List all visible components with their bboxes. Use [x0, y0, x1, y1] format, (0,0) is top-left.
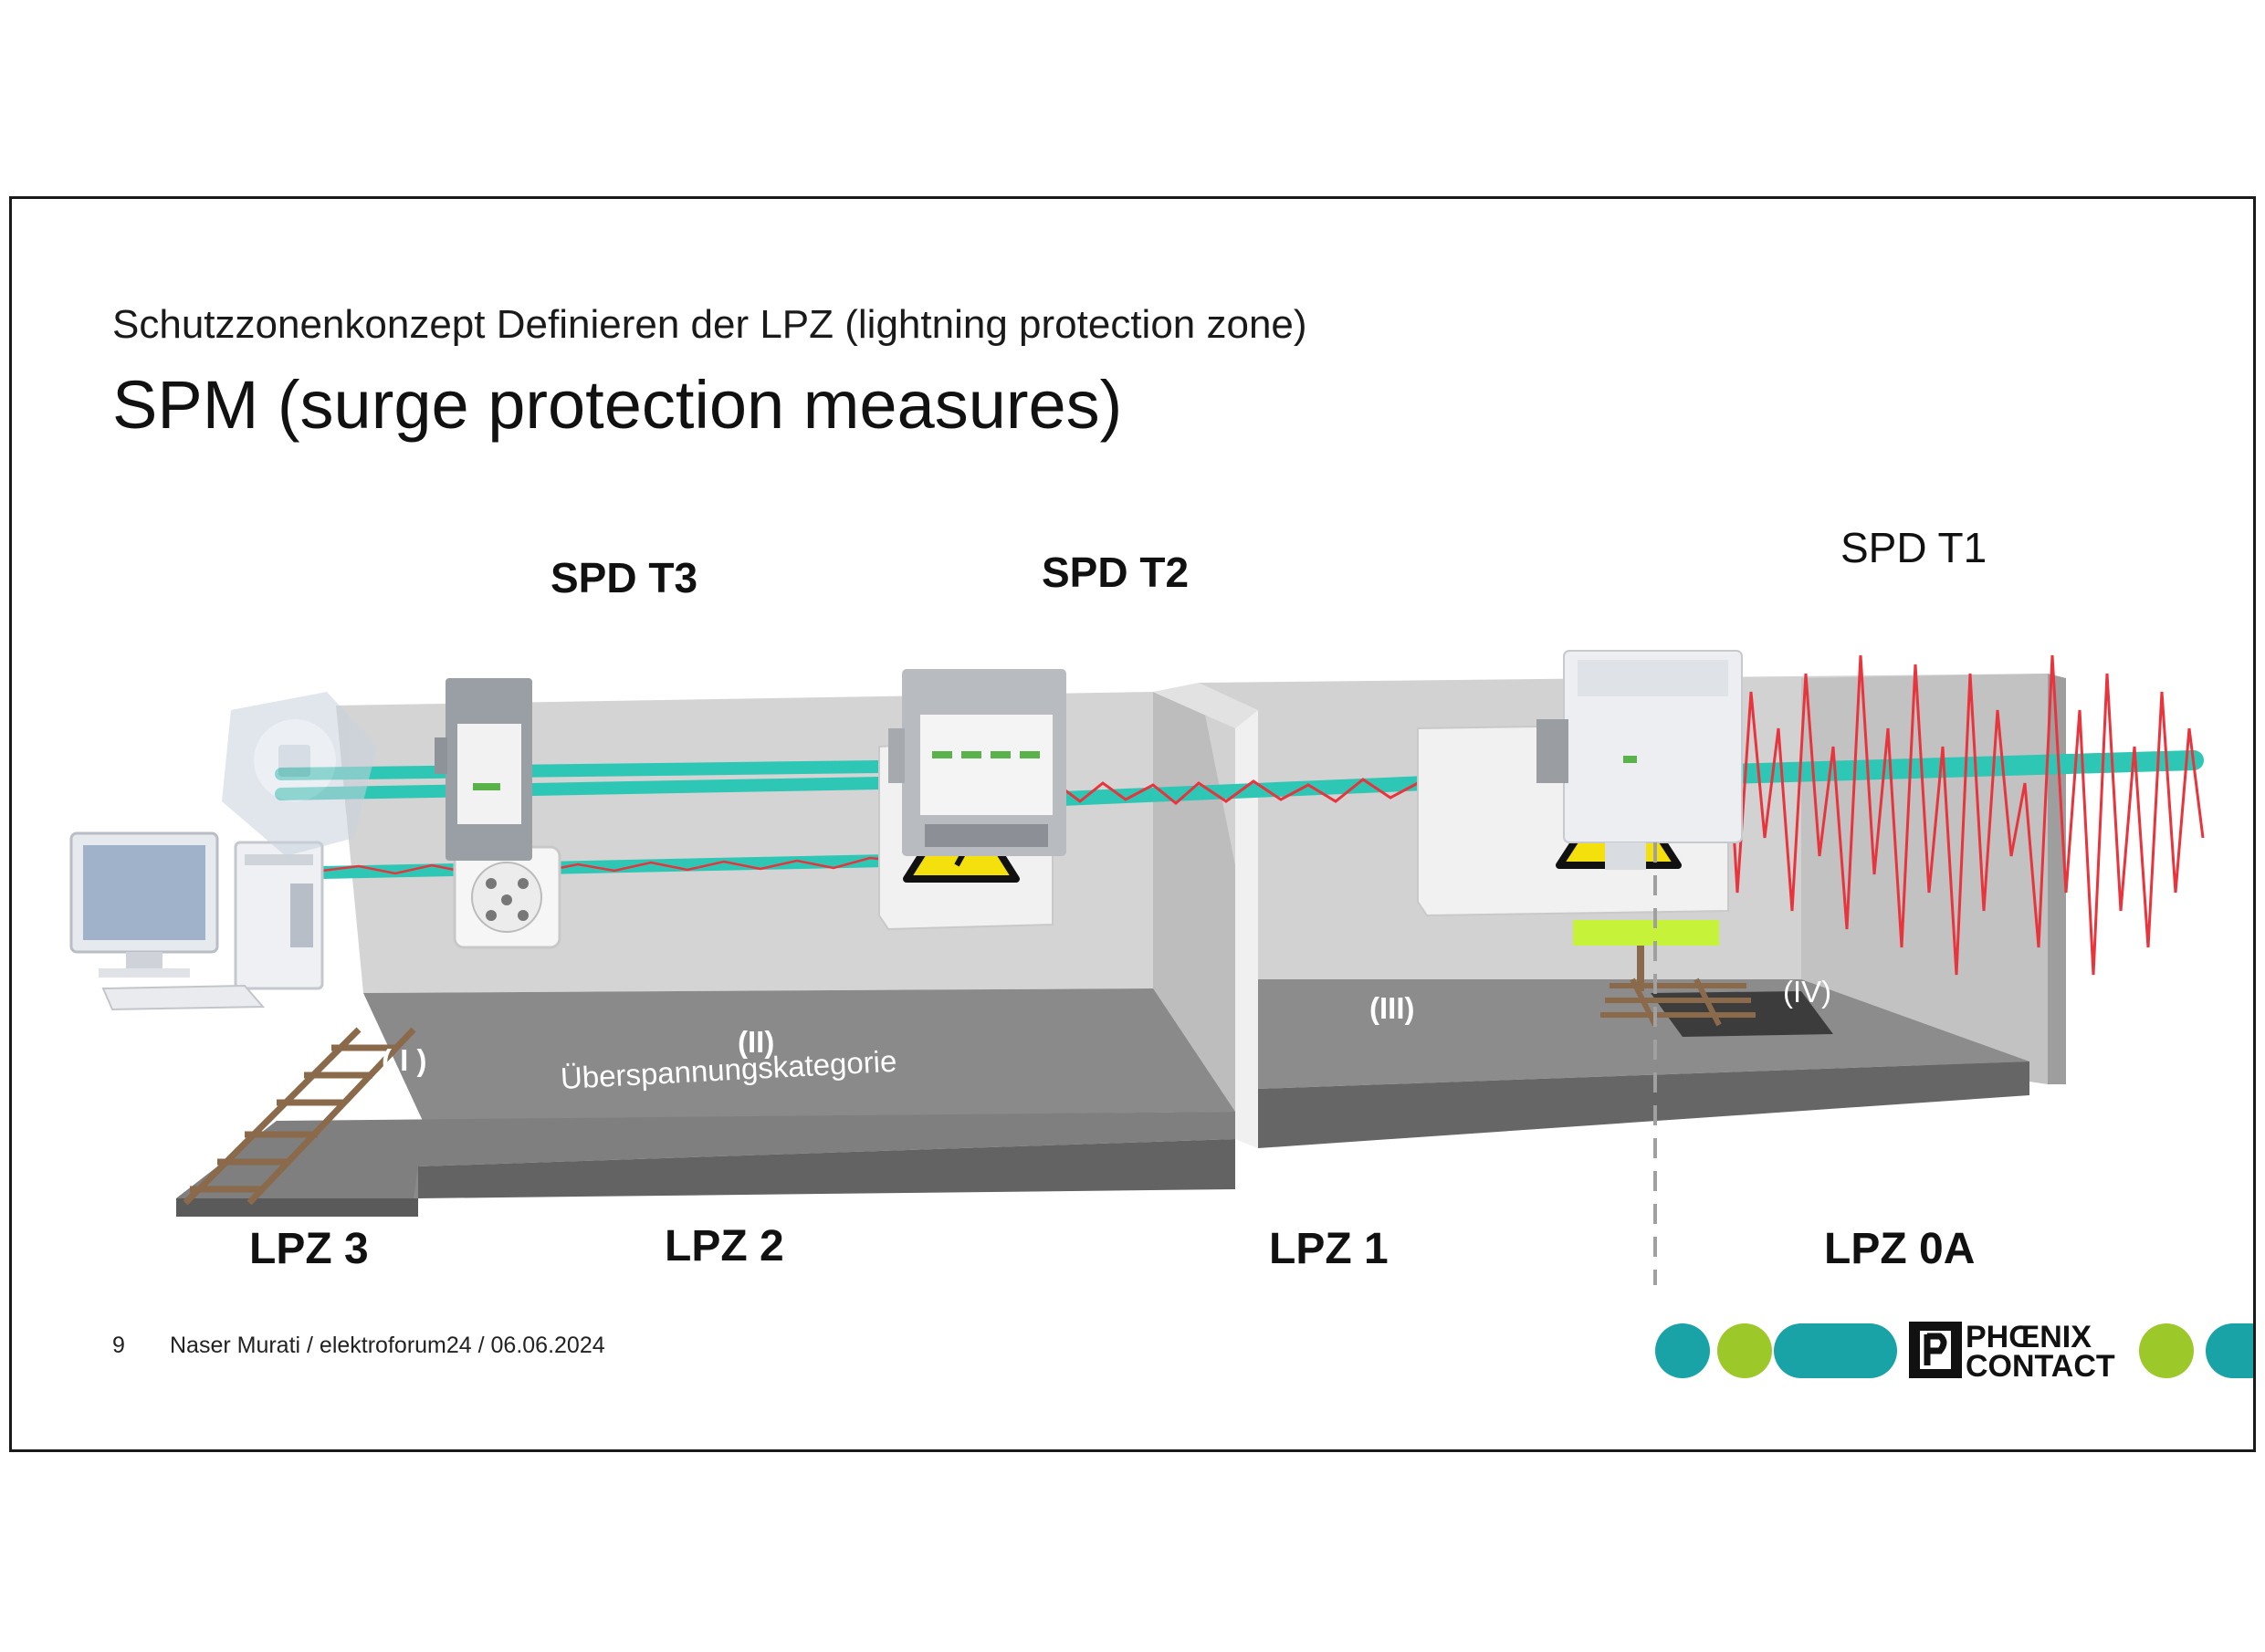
logo-line2: CONTACT — [1966, 1349, 2115, 1384]
label-lpz0a: LPZ 0A — [1824, 1225, 1976, 1273]
right-wall-edge — [2048, 674, 2066, 1084]
label-spd-t3: SPD T3 — [551, 554, 698, 601]
keyboard — [101, 984, 266, 1011]
label-cat-1: ( I ) — [382, 1043, 427, 1077]
cable-top-1 — [275, 760, 886, 780]
label-spd-t2: SPD T2 — [1042, 549, 1190, 596]
divider-wall-top — [1153, 683, 1258, 728]
divider-wall-right — [1235, 710, 1258, 1148]
surge-high — [1653, 654, 2205, 976]
spd-t2-device — [888, 669, 1066, 856]
surge-protection-diagram: PHŒNIX CONTACT — [69, 650, 2253, 1384]
slide: PHŒNIX CONTACT Schutzzonenkonzept Defini… — [9, 196, 2256, 1452]
label-lpz2: LPZ 2 — [665, 1222, 784, 1270]
label-lpz3: LPZ 3 — [249, 1225, 369, 1273]
page-number: 9 — [112, 1333, 125, 1358]
label-cat-3: (III) — [1369, 991, 1415, 1025]
earthing-grid-right — [1600, 978, 1756, 1027]
label-cat-2: (II) — [738, 1025, 775, 1059]
floor-front-lpz2 — [418, 1139, 1235, 1198]
floor-front-lpz3 — [176, 1198, 418, 1217]
label-lpz1: LPZ 1 — [1269, 1225, 1389, 1273]
spd-t3-device — [435, 678, 532, 861]
label-spd-t1: SPD T1 — [1840, 524, 1987, 571]
computer — [69, 831, 324, 1011]
floor-front-lpz1 — [1258, 1061, 2029, 1148]
logo-line1: PHŒNIX — [1966, 1320, 2092, 1354]
slide-title: SPM (surge protection measures) — [112, 367, 1123, 443]
wall-socket — [453, 845, 561, 949]
label-cat-4: (IV) — [1783, 975, 1832, 1009]
cable-low-left — [316, 854, 895, 879]
floor-top-lpz1 — [1258, 979, 2029, 1089]
equipotential-bar — [1573, 920, 1719, 946]
surge-low — [321, 856, 889, 875]
socket-adapter — [222, 692, 377, 856]
floor-top-lpz2 — [176, 988, 1235, 1198]
slide-subtitle: Schutzzonenkonzept Definieren der LPZ (l… — [112, 302, 1307, 347]
cable-right — [1718, 750, 2204, 784]
footer-author-date: Naser Murati / elektroforum24 / 06.06.20… — [170, 1333, 605, 1358]
floor-top-main — [176, 1112, 1235, 1198]
phoenix-contact-logo: PHŒNIX CONTACT — [1655, 1320, 2253, 1384]
earthing-grid-left — [183, 1027, 416, 1206]
spd-t1-device — [1536, 650, 1743, 870]
cable-top-2 — [275, 777, 886, 800]
